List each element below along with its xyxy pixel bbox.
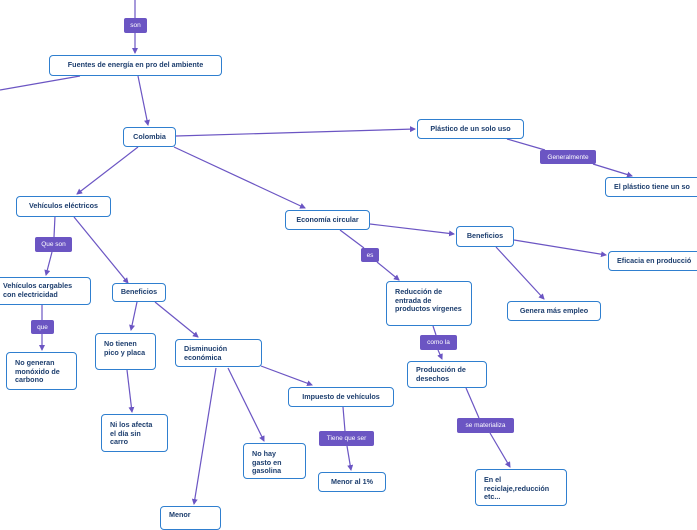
- link-label-que-son[interactable]: Que son: [35, 237, 72, 252]
- edge-disminucion-impuesto: [260, 365, 313, 387]
- node-menor[interactable]: Menor: [160, 506, 221, 530]
- edge-economia-es: [339, 229, 365, 249]
- edge-vehiculos-beneficios: [73, 216, 129, 284]
- edge-beneficios-notienen: [129, 301, 138, 331]
- edge-impuesto-tiene: [342, 406, 346, 432]
- node-colombia[interactable]: Colombia: [123, 127, 176, 147]
- node-eficacia-produccion[interactable]: Eficacia en producció: [608, 251, 697, 271]
- edge-colombia-vehiculos: [76, 146, 139, 195]
- node-no-hay-gasto[interactable]: No hay gasto en gasolina: [243, 443, 306, 479]
- edge-disminucion-nohay: [227, 367, 265, 442]
- link-label-se-materializa[interactable]: se materializa: [457, 418, 514, 433]
- link-label-generalmente[interactable]: Generalmente: [540, 150, 596, 164]
- edge-beneficios-eficacia: [513, 239, 607, 258]
- edge-colombia-plastico: [175, 126, 416, 137]
- node-no-tienen-pico-placa[interactable]: No tienen pico y placa: [95, 333, 156, 370]
- node-impuesto-vehiculos[interactable]: Impuesto de vehículos: [288, 387, 394, 407]
- node-el-plastico-tiene[interactable]: El plástico tiene un so: [605, 177, 697, 197]
- node-economia-circular[interactable]: Economía circular: [285, 210, 370, 230]
- node-produccion-desechos[interactable]: Producción de desechos: [407, 361, 487, 388]
- link-label-son[interactable]: son: [124, 18, 147, 33]
- node-beneficios-vehiculos[interactable]: Beneficios: [112, 283, 166, 302]
- edge-reduccion-comola: [432, 325, 437, 336]
- node-vehiculos-electricos[interactable]: Vehículos eléctricos: [16, 196, 111, 217]
- edge-produccion-semater: [465, 387, 480, 419]
- edge-beneficios-disminucion: [154, 301, 199, 338]
- edge-generalmente-elplastico: [592, 163, 633, 178]
- link-label-es[interactable]: es: [361, 248, 379, 262]
- node-menor-1[interactable]: Menor al 1%: [318, 472, 386, 492]
- edge-queson-cargables: [44, 251, 53, 276]
- edge-es-reduccion: [376, 261, 400, 281]
- node-reduccion-entrada[interactable]: Reducción de entrada de productos vírgen…: [386, 281, 472, 326]
- node-ni-los-afecta[interactable]: Ni los afecta el día sin carro: [101, 414, 168, 452]
- edge-fuentes-colombia: [137, 75, 150, 126]
- link-label-que[interactable]: que: [31, 320, 54, 334]
- link-label-como-la[interactable]: como la: [420, 335, 457, 350]
- edge-economia-beneficios: [369, 223, 455, 237]
- edge-fuentes-left: [0, 75, 81, 91]
- link-label-tiene-que-ser[interactable]: Tiene que ser: [319, 431, 374, 446]
- edge-beneficios-empleo: [495, 246, 545, 300]
- edge-notienen-nilos: [126, 369, 135, 413]
- edge-vehiculos-queson: [53, 215, 56, 238]
- node-genera-empleo[interactable]: Genera más empleo: [507, 301, 601, 321]
- node-plastico-un-solo-uso[interactable]: Plástico de un solo uso: [417, 119, 524, 139]
- node-no-generan-monoxido[interactable]: No generan monóxido de carbono: [6, 352, 77, 390]
- node-vehiculos-cargables[interactable]: Vehículos cargables con electricidad: [0, 277, 91, 305]
- node-disminucion-economica[interactable]: Disminución económica: [175, 339, 262, 367]
- node-reciclaje[interactable]: En el reciclaje,reducción etc...: [475, 469, 567, 506]
- node-beneficios-economia[interactable]: Beneficios: [456, 226, 514, 247]
- edge-tiene-menor1: [346, 445, 354, 471]
- edge-colombia-economia: [173, 146, 306, 209]
- edge-plastico-generalmente: [506, 138, 546, 151]
- edge-comola-produccion: [437, 349, 443, 360]
- edge-semater-reciclaje: [489, 432, 511, 468]
- node-fuentes-energia[interactable]: Fuentes de energía en pro del ambiente: [49, 55, 222, 76]
- edge-disminucion-menor: [191, 367, 217, 505]
